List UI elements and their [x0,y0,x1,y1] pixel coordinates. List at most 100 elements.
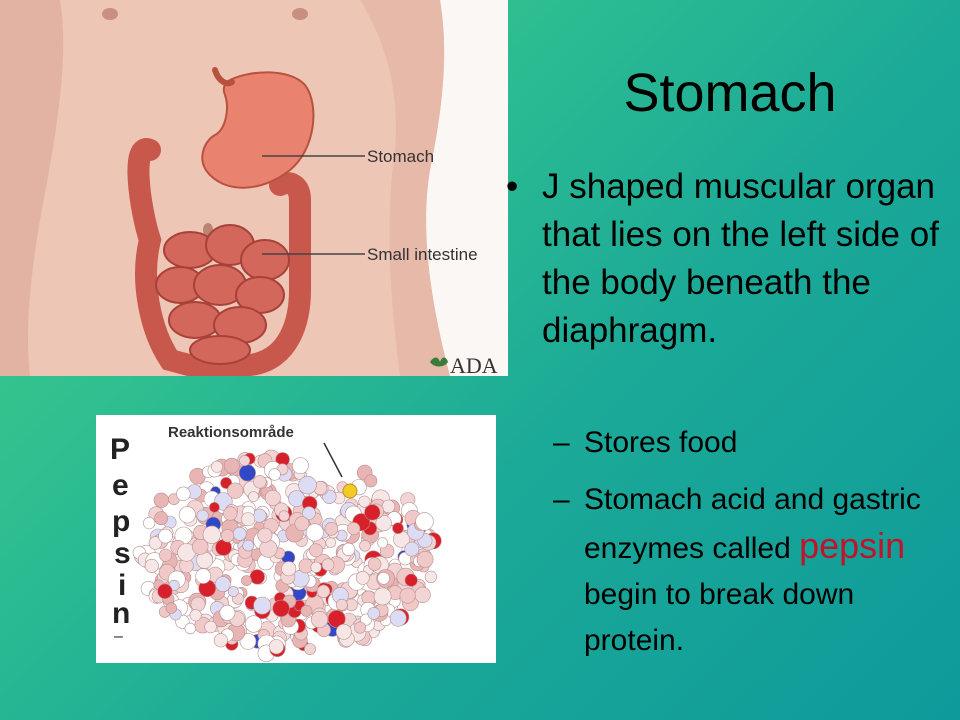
atom-shape [245,615,263,633]
sub-bullet-marker: – [553,483,570,516]
atom-shape [165,602,178,614]
atom-shape [264,489,281,506]
atom-shape [223,506,238,521]
pepsin-letter-2: e [112,469,129,502]
anatomy-illustration: Stomach Small intestine ADA [0,0,508,376]
atom-shape [353,621,366,634]
atom-shape [294,516,310,532]
atom-shape [248,491,259,502]
sub-bullet-text-before: Stomach acid and gastric enzymes called [584,483,921,565]
atom-shape [178,506,196,524]
sub-bullet-text-after: begin to break down protein. [584,578,855,657]
atom-shape [377,537,388,549]
atom-shape [416,550,434,568]
atom-shape [364,474,378,488]
atom-shape [253,475,267,489]
stomach-shape [201,71,315,189]
atom-shape [364,504,381,521]
atom-shape [158,528,173,544]
atom-shape [324,522,339,536]
colon-shape [127,138,311,376]
atom-shape [358,495,371,508]
atom-shape [196,509,209,522]
atom-shape [305,523,324,542]
small-intestine-label: Small intestine [367,245,478,264]
atom-shape [335,598,348,611]
atom-shape [298,475,317,495]
atom-shape [291,457,309,475]
atom-shape [257,527,273,543]
atom-shape [415,512,434,531]
atom-shape [189,609,202,622]
slide-title: Stomach [623,63,837,123]
atom-shape [304,643,316,655]
atom-shape [159,548,173,562]
atom-shape [281,561,297,577]
atom-shape [202,525,221,544]
atom-shape [184,622,197,635]
atom-shape [300,604,313,617]
atom-shape [213,633,228,648]
sub-bullet-marker: – [553,426,570,459]
pepsin-letter-1: P [110,433,130,466]
atom-shape [239,633,257,650]
atom-shape [335,623,352,640]
atom-shape [404,541,420,557]
sub-bullet-stomach-acid: – Stomach acid and gastric enzymes calle… [553,477,953,664]
atom-shape [227,482,244,499]
atom-shape [373,587,392,606]
adam-logo-text: ADA [450,353,498,376]
atom-shape [316,584,331,598]
atom-shape [381,499,396,514]
atom-shape [157,583,173,599]
pepsin-illustration: P e p s i n – Reaktionsområde [110,424,442,663]
torso-skin [0,0,450,376]
atom-shape [241,512,256,527]
atom-shape [238,464,256,482]
atom-shape [242,539,254,552]
atom-shape [375,514,392,532]
reaction-area-label: Reaktionsområde [168,424,294,441]
atom-shape [309,543,323,558]
main-bullet: • J shaped muscular organ that lies on t… [506,163,946,355]
pepsin-highlight: pepsin [799,525,906,566]
atom-shape [154,511,169,526]
atom-shape [211,460,224,473]
atom-shape [268,639,284,655]
pepsin-image: P e p s i n – Reaktionsområde [96,415,496,663]
atom-shape [209,502,220,513]
atom-shape [195,568,211,584]
molecule-shape [132,449,442,663]
atom-shape [278,510,290,522]
atom-shape [310,561,322,573]
atom-shape [321,558,335,571]
atom-shape [221,529,235,543]
atom-shape [342,542,356,556]
small-intestine-shape [155,224,290,365]
atom-shape [272,599,290,617]
pepsin-letter-5: i [118,569,126,602]
atom-shape [253,596,272,615]
sulfur-atom-shape [342,483,358,499]
atom-shape [325,537,337,548]
atom-shape [310,610,329,629]
atom-shape [347,522,361,536]
atom-shape [359,540,371,552]
atom-shape [219,604,236,621]
stomach-label: Stomach [367,147,434,166]
atom-shape [392,522,404,534]
atom-shape [144,558,159,573]
pepsin-letter-6: n [112,597,130,630]
atom-shape [389,609,407,627]
atom-shape [367,557,382,571]
atom-shape [148,536,163,550]
atom-shape [153,492,169,508]
atom-shape [327,609,346,628]
atom-shape [424,570,438,583]
bullet-marker: • [506,167,519,206]
atom-shape [215,576,231,592]
atom-shape [249,569,265,585]
atom-shape [239,455,251,467]
atom-shape [414,586,431,603]
